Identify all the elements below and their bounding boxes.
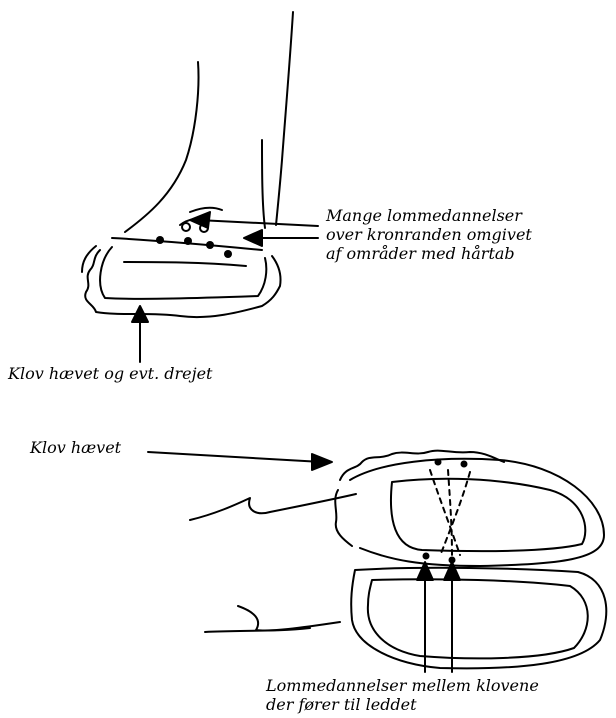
upper-hoof	[82, 238, 281, 317]
lower-hoof	[190, 451, 606, 669]
top-caption: Klov hævet og evt. drejet	[8, 364, 212, 383]
top-annotation-line-2: over kronranden omgivet	[326, 225, 532, 244]
bottom-caption-line-1: Lommedannelser mellem klovene	[266, 676, 539, 695]
bottom-caption: Lommedannelser mellem klovene der fører …	[266, 676, 539, 714]
top-annotation-line-3: af områder med hårtab	[326, 244, 532, 263]
bottom-label: Klov hævet	[30, 438, 121, 457]
bottom-caption-line-2: der fører til leddet	[266, 695, 539, 714]
top-annotation: Mange lommedannelser over kronranden omg…	[326, 206, 532, 263]
lesion-arrows	[190, 212, 318, 246]
leg-sketch	[125, 12, 293, 232]
top-annotation-line-1: Mange lommedannelser	[326, 206, 532, 225]
klov-arrow	[148, 452, 332, 470]
